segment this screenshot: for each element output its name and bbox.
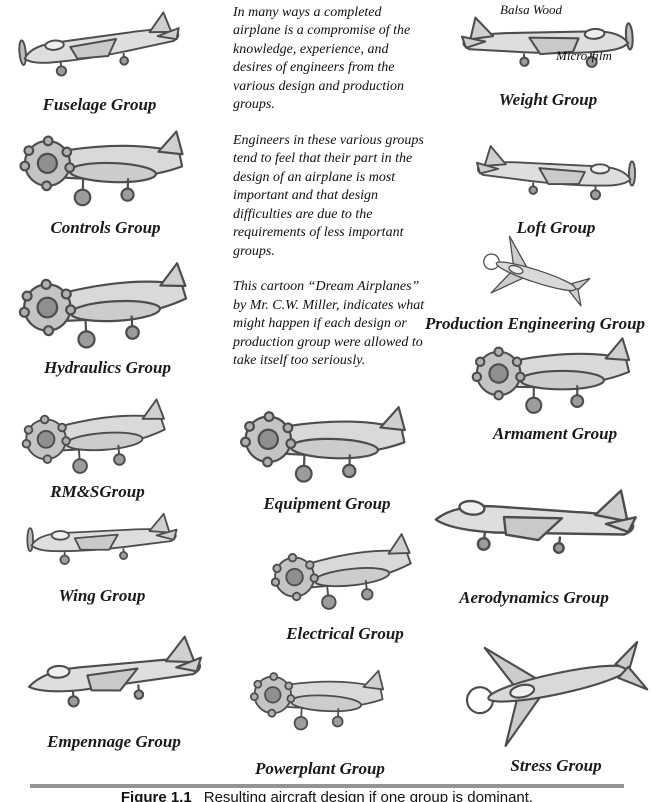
electrical-group-label: Electrical Group [286,624,404,643]
intro-text-block: In many ways a completed airplane is a c… [233,4,431,387]
production-engineering-group-label: Production Engineering Group [424,314,646,333]
armament-group-airplane-icon [458,330,653,422]
powerplant-group-label: Powerplant Group [255,759,385,778]
hydraulics-group-label: Hydraulics Group [43,358,172,377]
powerplant-group-airplane-icon [240,638,401,761]
controls-group-label: Controls Group [50,218,161,237]
rms-group-figure: RM&SGroup [5,396,190,502]
armament-group-figure: Armament Group [455,330,654,444]
loft-group-label: Loft Group [516,218,596,237]
equipment-group-figure: Equipment Group [228,396,426,514]
wing-group-figure: Wing Group [22,504,182,606]
fuselage-group-figure: Fuselage Group [12,8,187,115]
hydraulics-group-figure: Hydraulics Group [0,258,215,378]
intro-paragraph-3: This cartoon “Dream Airplanes” by Mr. C.… [233,279,425,368]
caption-divider-rule [30,784,624,788]
electrical-group-airplane-icon [258,518,432,631]
stress-group-label: Stress Group [510,756,602,775]
empennage-group-airplane-icon [19,623,209,735]
stress-group-figure: Stress Group [458,614,654,776]
intro-paragraph-1: In many ways a completed airplane is a c… [233,5,411,113]
micro-film-annotation: Micro-film [556,48,612,63]
empennage-group-figure: Empennage Group [20,628,208,752]
wing-group-airplane-icon [23,504,181,584]
balsa-wood-annotation: Balsa Wood [500,2,562,17]
figure-caption-number: Figure 1.1 [120,789,192,802]
rms-group-airplane-icon [5,390,190,486]
weight-group-figure: Weight Group [452,6,644,110]
armament-group-label: Armament Group [492,424,618,443]
fuselage-group-label: Fuselage Group [42,95,157,114]
production-engineering-group-figure: Production Engineering Group [420,240,650,334]
wing-group-label: Wing Group [58,586,146,605]
equipment-group-airplane-icon [228,393,426,496]
aerodynamics-group-label: Aerodynamics Group [459,588,609,607]
rms-group-label: RM&SGroup [50,482,145,501]
figure-caption: Figure 1.1 Resulting aircraft design if o… [0,789,654,802]
intro-paragraph-2: Engineers in these various groups tend t… [233,132,424,259]
equipment-group-label: Equipment Group [263,494,391,513]
loft-group-figure: Loft Group [470,140,642,238]
fuselage-group-airplane-icon [11,1,188,100]
loft-group-airplane-icon [472,140,640,216]
aerodynamics-group-figure: Aerodynamics Group [425,466,643,608]
electrical-group-figure: Electrical Group [255,526,435,644]
figure-caption-text: Resulting aircraft design if one group i… [203,789,534,802]
hydraulics-group-airplane-icon [0,253,215,362]
aerodynamics-group-airplane-icon [422,455,645,597]
stress-group-airplane-icon [449,596,654,772]
controls-group-figure: Controls Group [8,120,203,238]
controls-group-airplane-icon [9,117,202,220]
empennage-group-label: Empennage Group [47,732,181,751]
weight-group-label: Weight Group [498,90,598,109]
powerplant-group-figure: Powerplant Group [240,642,400,779]
